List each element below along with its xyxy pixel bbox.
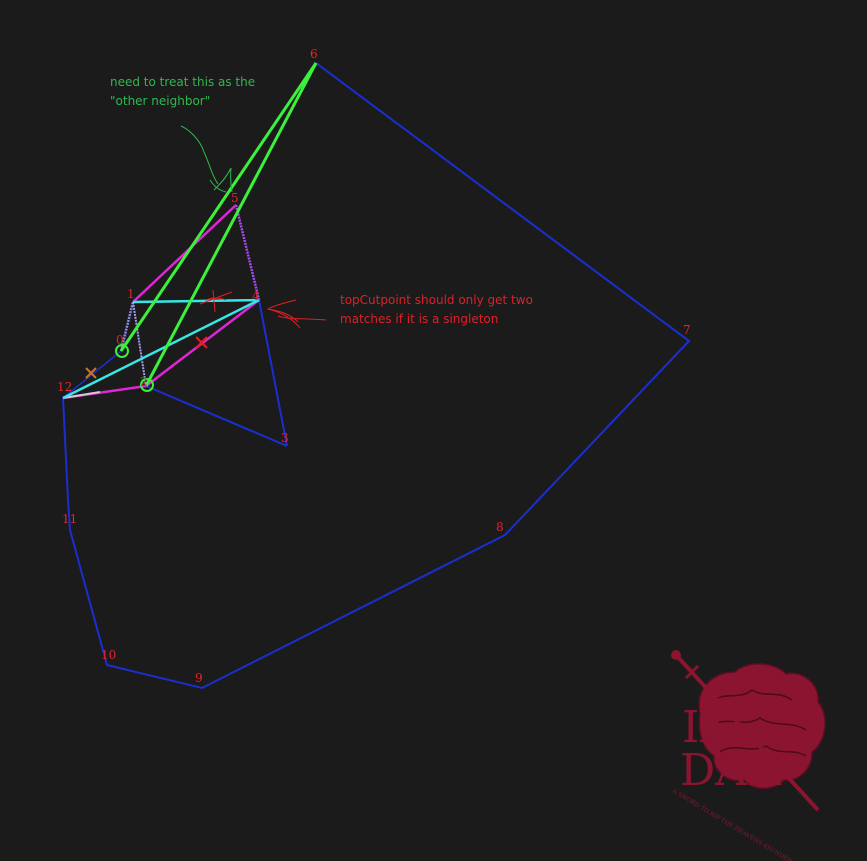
vertex-label-1: 1 <box>127 287 135 301</box>
red-note-line-1: topCutpoint should only get two <box>340 293 533 307</box>
edge-1-2 <box>132 301 147 387</box>
logo-tagline: A SWORD TO RIP THE HEAVENS ASUNDER <box>670 787 793 861</box>
vertex-label-0: 0 <box>116 333 124 347</box>
edge-5-4 <box>234 204 261 301</box>
edge-12-4 <box>62 298 260 400</box>
cutpoint-circle-0 <box>115 344 129 358</box>
vertex-label-6: 6 <box>310 47 318 61</box>
brain-icon <box>698 663 826 789</box>
logo-line-1: IX <box>682 702 731 753</box>
ixdar-logo: IX DAR A SWORD TO RIP THE HEAVENS ASUNDE… <box>670 650 826 861</box>
vertex-label-8: 8 <box>496 520 504 534</box>
vertex-label-12: 12 <box>57 380 72 394</box>
vertex-label-4: 4 <box>252 289 260 303</box>
edge-1-4 <box>132 298 260 304</box>
edge-3-4 <box>258 299 288 447</box>
logo-line-2: DAR <box>680 745 782 796</box>
outer-boundary-edge <box>62 62 691 690</box>
red-note-line-2: matches if it is a singleton <box>340 312 499 326</box>
red-annotation-note: topCutpoint should only get two matches … <box>340 291 533 329</box>
red-x-mark <box>195 336 208 349</box>
vertex-label-3: 3 <box>281 431 289 445</box>
edge-12-2-light <box>62 391 101 399</box>
edge-0-6 <box>119 62 318 352</box>
orange-x-mark <box>85 367 97 379</box>
green-annotation-note: need to treat this as the "other neighbo… <box>110 73 255 111</box>
green-note-line-1: need to treat this as the <box>110 75 256 89</box>
vertex-label-2: 2 <box>140 375 148 389</box>
sword-icon <box>674 653 820 812</box>
green-pointer-scribble <box>180 125 233 193</box>
vertex-label-10: 10 <box>101 648 116 662</box>
vertex-label-5: 5 <box>231 191 239 205</box>
red-cross-scribble <box>199 289 233 313</box>
vertex-label-9: 9 <box>195 671 203 685</box>
vertex-label-11: 11 <box>62 512 77 526</box>
vertex-label-7: 7 <box>683 323 691 337</box>
edge-1-5 <box>132 204 237 303</box>
red-pointer-scribble <box>266 299 327 329</box>
green-note-line-2: "other neighbor" <box>110 94 211 108</box>
cutpoint-circle-2 <box>140 378 154 392</box>
edge-2-3 <box>145 385 288 447</box>
edge-0-1 <box>119 301 135 352</box>
edge-2-6 <box>144 62 318 387</box>
